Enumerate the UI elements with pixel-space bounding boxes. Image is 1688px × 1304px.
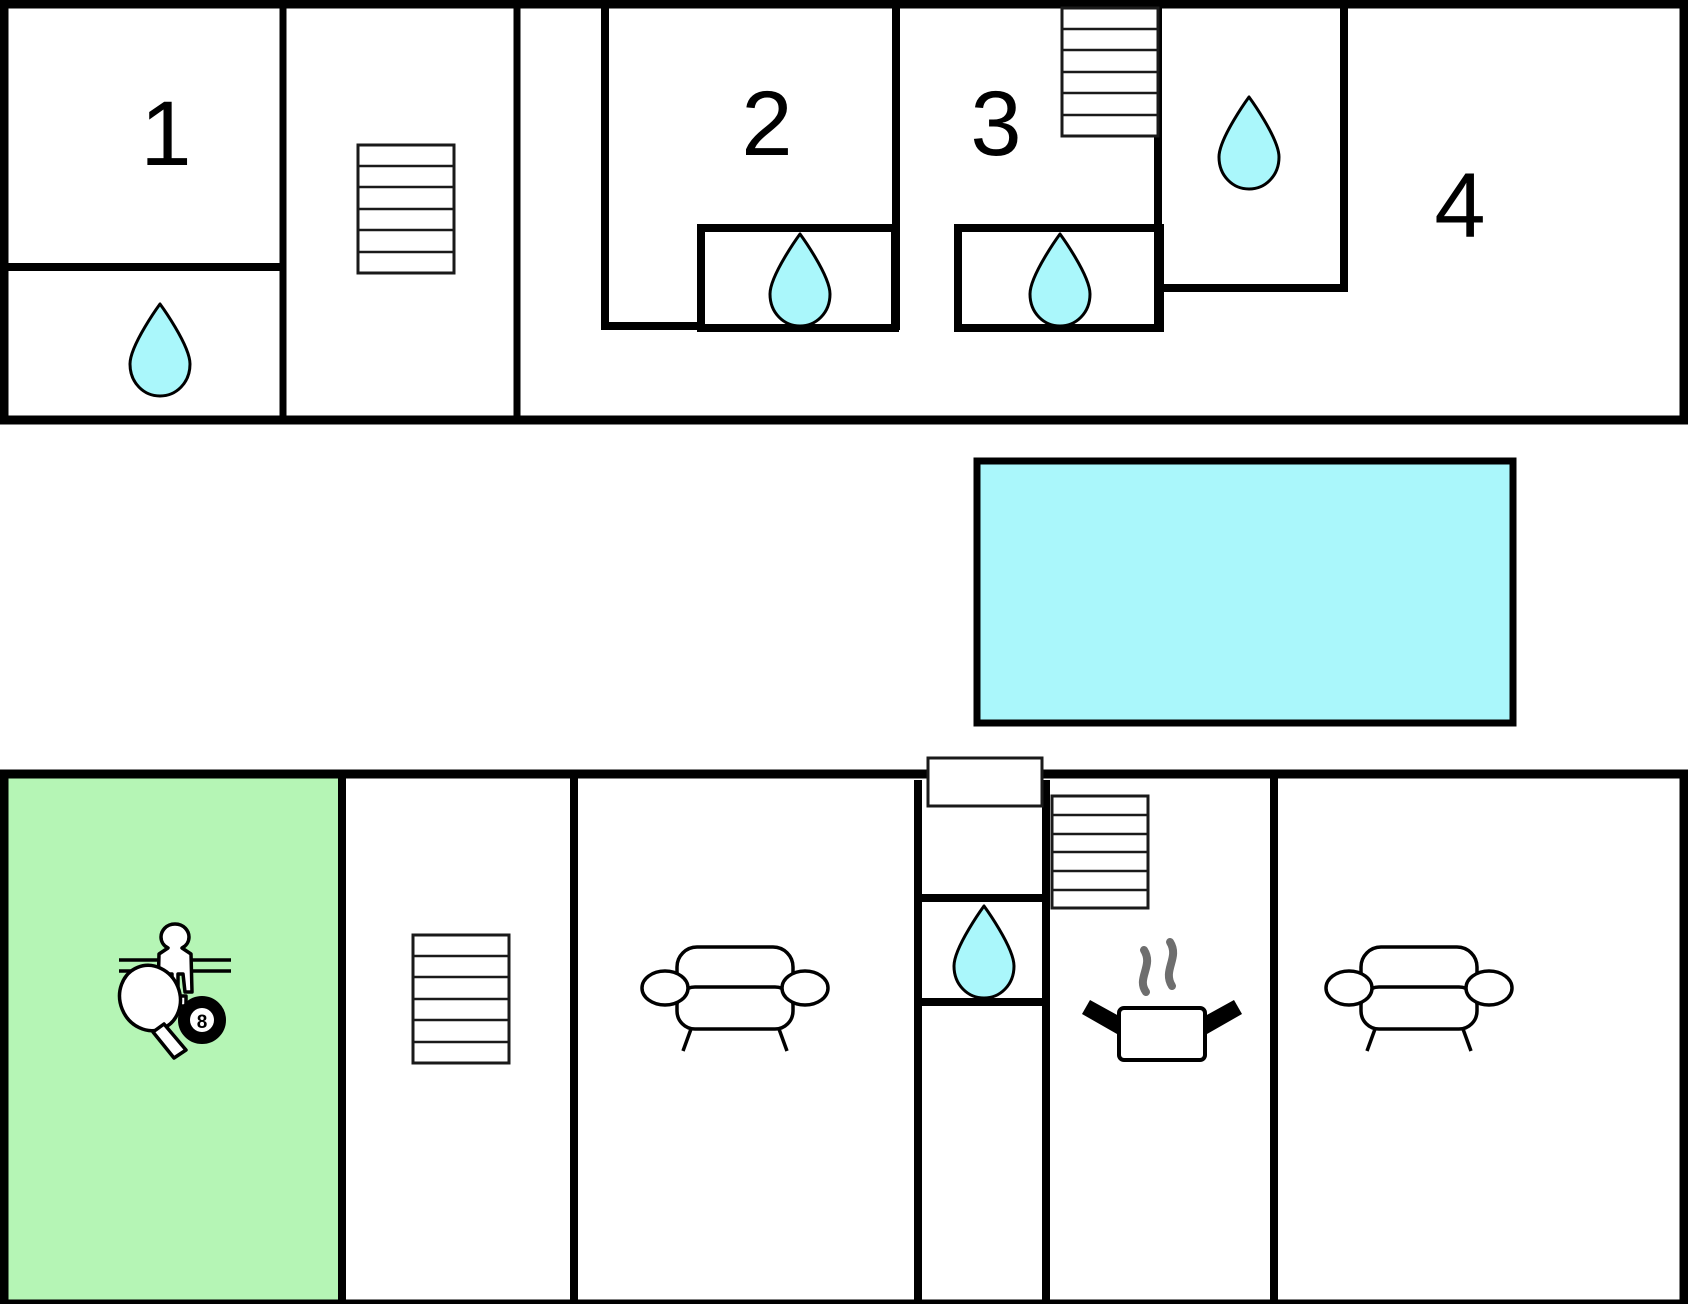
room-number-3: 3 xyxy=(970,73,1021,175)
staircase-icon-upper-right xyxy=(1060,6,1160,138)
swimming-pool xyxy=(973,457,1517,727)
room-number-1: 1 xyxy=(140,83,191,185)
closet-alcove xyxy=(926,756,1044,808)
staircase-icon-upper-left xyxy=(356,143,456,275)
water-drop-icon-lower-bath xyxy=(952,904,1016,1000)
staircase-icon-lower-left xyxy=(411,933,511,1065)
eight-ball-label: 8 xyxy=(197,1012,208,1033)
sofa-icon-living-left xyxy=(640,945,830,1053)
cooking-pot-icon xyxy=(1082,942,1242,1060)
room-number-2: 2 xyxy=(741,73,792,175)
staircase-icon-lower xyxy=(1050,794,1150,910)
room-number-4: 4 xyxy=(1434,155,1485,257)
upper-wing-group: 1 2 3 4 xyxy=(0,0,1688,425)
upper-wing-outline xyxy=(0,0,1688,425)
lower-wing-group: 8 xyxy=(0,756,1688,1304)
sofa-icon-living-right xyxy=(1324,945,1514,1053)
eight-ball-icon: 8 xyxy=(178,996,226,1044)
lower-wing-outline xyxy=(0,769,1688,1304)
